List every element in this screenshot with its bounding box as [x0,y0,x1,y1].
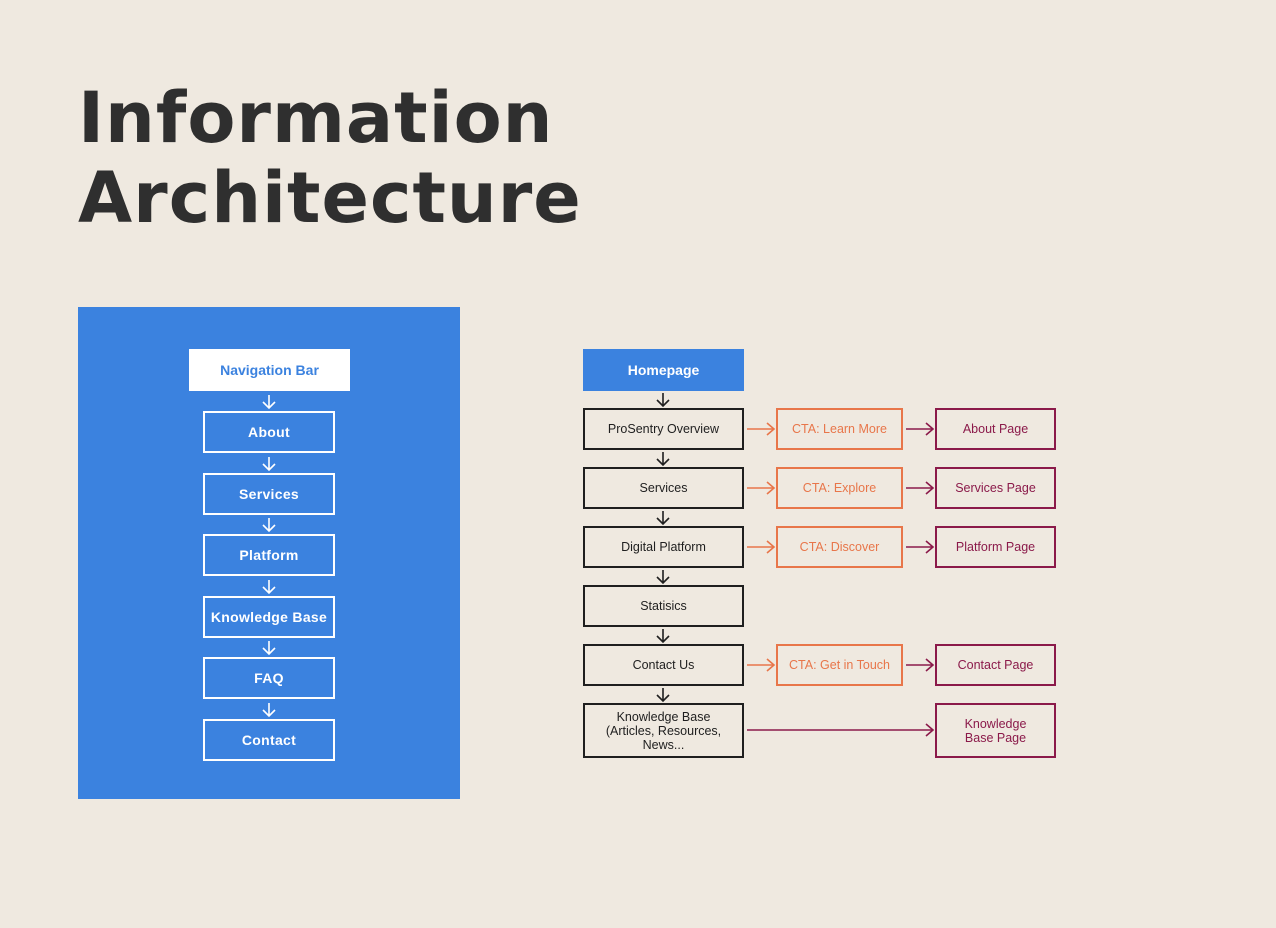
section-digital-platform: Digital Platform [583,526,744,568]
down-arrow-icon [262,457,276,472]
down-arrow-icon [656,629,670,644]
page-title-line-2: Architecture [78,157,582,239]
right-arrow-icon [906,658,935,672]
down-arrow-icon [262,518,276,533]
knowledge-base-page-line-2: Base Page [964,730,1027,745]
homepage-header: Homepage [583,349,744,391]
down-arrow-icon [262,641,276,656]
cta-discover: CTA: Discover [776,526,903,568]
cta-get-in-touch: CTA: Get in Touch [776,644,903,686]
page-title-line-1: Information [78,77,554,159]
section-contact-us: Contact Us [583,644,744,686]
nav-item-about: About [203,411,335,453]
section-statistics: Statisics [583,585,744,627]
page-title: Information Architecture [78,78,582,238]
page-services: Services Page [935,467,1056,509]
cta-explore: CTA: Explore [776,467,903,509]
right-arrow-icon [906,481,935,495]
down-arrow-icon [656,452,670,467]
down-arrow-icon [262,703,276,718]
navigation-bar-header: Navigation Bar [189,349,350,391]
right-arrow-icon [906,540,935,554]
knowledge-base-line-3: News... [642,737,685,752]
down-arrow-icon [656,570,670,585]
nav-item-contact: Contact [203,719,335,761]
right-arrow-icon [747,422,776,436]
knowledge-base-line-1: Knowledge Base [616,709,711,724]
section-services: Services [583,467,744,509]
cta-learn-more: CTA: Learn More [776,408,903,450]
page-knowledge-base: Knowledge Base Page [935,703,1056,758]
right-arrow-icon [747,658,776,672]
nav-item-platform: Platform [203,534,335,576]
right-arrow-icon [747,723,935,737]
page-about: About Page [935,408,1056,450]
right-arrow-icon [906,422,935,436]
knowledge-base-page-line-1: Knowledge [964,716,1027,731]
navigation-panel: Navigation Bar About Services Platform K… [78,307,460,799]
nav-item-knowledge-base: Knowledge Base [203,596,335,638]
down-arrow-icon [262,580,276,595]
section-prosentry-overview: ProSentry Overview [583,408,744,450]
right-arrow-icon [747,481,776,495]
down-arrow-icon [656,393,670,408]
down-arrow-icon [656,511,670,526]
knowledge-base-line-2: (Articles, Resources, [605,723,722,738]
nav-item-faq: FAQ [203,657,335,699]
right-arrow-icon [747,540,776,554]
nav-item-services: Services [203,473,335,515]
section-knowledge-base: Knowledge Base (Articles, Resources, New… [583,703,744,758]
down-arrow-icon [656,688,670,703]
down-arrow-icon [262,395,276,410]
page-contact: Contact Page [935,644,1056,686]
page-platform: Platform Page [935,526,1056,568]
